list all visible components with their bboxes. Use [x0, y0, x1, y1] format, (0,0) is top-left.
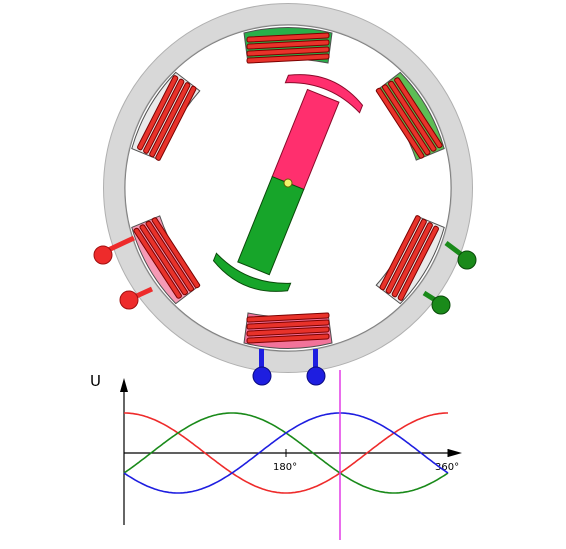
red-terminal-1 [93, 235, 136, 265]
waveform-graph: U 180° 360° [90, 370, 462, 540]
stator-poles [131, 27, 445, 349]
blue-terminal-1 [252, 349, 272, 386]
pole-lower-right-coil-winding [379, 215, 421, 291]
pole-top-coil-winding [246, 46, 330, 57]
pole-bottom-coil-winding [246, 312, 330, 323]
stator-ring-fill [104, 4, 472, 372]
pole-upper-right [375, 71, 445, 161]
terminals [93, 235, 477, 386]
pole-lower-right [375, 215, 445, 305]
blue-terminal-2 [306, 349, 326, 386]
tick-360-label: 360° [435, 462, 459, 473]
stator [103, 3, 473, 373]
pole-upper-right-coil-winding [388, 80, 437, 152]
waveform-series-3 [123, 412, 449, 494]
tick-180-label: 180° [273, 462, 297, 473]
red-terminal-2 [119, 286, 154, 310]
pole-upper-right-coil-winding [381, 84, 431, 156]
pole-top-coil-winding [246, 32, 330, 43]
waveform-curves [123, 412, 449, 494]
green-terminal-1 [444, 241, 477, 270]
x-axis-arrow [448, 449, 462, 457]
pole-upper-left-coil-winding [143, 78, 185, 154]
pole-lower-right-coil-winding [397, 225, 439, 301]
pole-lower-left-coil-winding [139, 224, 188, 296]
pole-upper-left [131, 71, 201, 161]
pole-lower-right-coil-winding [385, 218, 427, 294]
pole-bottom-coil-winding [246, 326, 330, 337]
green-terminal-2 [422, 290, 451, 315]
pole-upper-left-coil-winding [149, 82, 191, 158]
y-axis-label: U [90, 372, 101, 390]
pole-lower-left-coil-winding [151, 217, 201, 289]
pole-bottom [243, 312, 333, 349]
pole-lower-left [131, 215, 201, 305]
pole-upper-left-coil-winding [155, 85, 197, 161]
rotor-axle [283, 178, 293, 188]
pole-top [243, 27, 333, 64]
pole-lower-right-coil-winding [391, 222, 433, 298]
rotor-pole-shoe-top [284, 74, 364, 114]
y-axis-arrow [120, 378, 128, 392]
pole-top-coil-winding [246, 53, 330, 64]
pole-lower-left-coil-winding [133, 227, 182, 299]
rotor [212, 74, 364, 292]
pole-bottom-coil-winding [246, 333, 330, 344]
pole-upper-right-coil-winding [394, 77, 443, 149]
pole-top-coil-winding [246, 39, 330, 50]
pole-lower-left-coil-winding [145, 220, 195, 292]
pole-upper-left-coil-winding [137, 75, 179, 151]
pole-upper-right-coil-winding [375, 87, 425, 159]
rotor-pole-shoe-bottom [212, 252, 292, 292]
pole-bottom-coil-winding [246, 319, 330, 330]
